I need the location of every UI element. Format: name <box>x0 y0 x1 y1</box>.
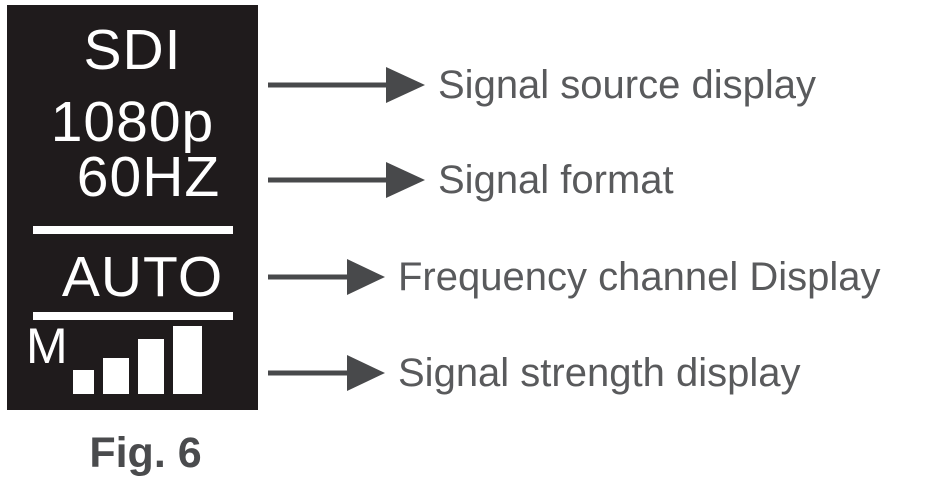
annotation-signal-format: Signal format <box>438 158 674 202</box>
annotation-frequency-channel: Frequency channel Display <box>398 255 881 299</box>
signal-source-text: SDI <box>83 18 182 82</box>
figure-caption: Fig. 6 <box>89 429 202 477</box>
separator-line <box>33 226 233 234</box>
arrow-right-icon <box>268 353 385 393</box>
arrow-right-icon <box>268 65 425 105</box>
signal-bar <box>103 358 129 394</box>
arrow-right-icon <box>268 160 425 200</box>
separator-line <box>33 312 233 320</box>
frequency-channel-text: AUTO <box>61 245 224 309</box>
mode-indicator-text: M <box>26 318 68 374</box>
signal-bar <box>173 326 202 394</box>
arrow-right-icon <box>268 257 385 297</box>
signal-strength-bars <box>73 326 202 394</box>
signal-bar <box>73 370 94 394</box>
resolution-text: 1080p <box>50 90 215 154</box>
refresh-rate-text: 60HZ <box>76 145 221 209</box>
signal-bar <box>138 339 164 394</box>
annotation-signal-source: Signal source display <box>438 63 816 107</box>
annotation-signal-strength: Signal strength display <box>398 351 801 395</box>
lcd-display-panel: SDI 1080p 60HZ AUTO M <box>7 5 258 410</box>
